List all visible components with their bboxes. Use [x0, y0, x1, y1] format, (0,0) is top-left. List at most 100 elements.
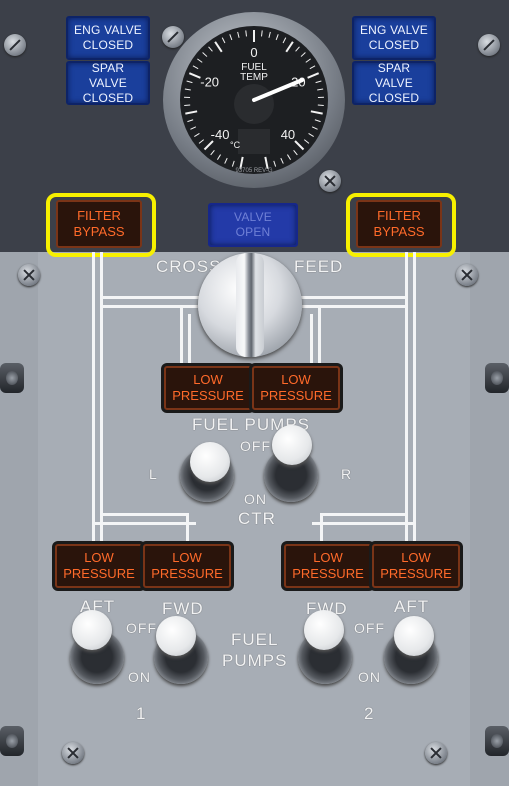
tank1-number-label: 1: [132, 704, 151, 724]
gauge-tick: [310, 110, 323, 115]
side-bolt-icon: [0, 726, 24, 756]
gauge-tick: [300, 52, 306, 57]
schematic-line: [302, 305, 406, 308]
gauge-tick: [307, 72, 320, 79]
filter-bypass-left-light: FILTER BYPASS: [56, 200, 142, 248]
low-pressure-2-fwd-light: LOW PRESSURE: [284, 544, 372, 588]
schematic-line: [92, 522, 196, 525]
gauge-serial: 93705 REV-G: [235, 168, 272, 174]
schematic-line: [100, 252, 103, 542]
center-l-label: L: [149, 466, 158, 482]
gauge-tick: [214, 41, 223, 53]
crossfeed-selector-pointer[interactable]: [236, 253, 264, 357]
tank1-off-label: OFF: [122, 620, 161, 636]
gauge-tick: [237, 31, 240, 38]
crossfeed-label-feed: FEED: [290, 257, 348, 277]
low-pressure-2-aft-light: LOW PRESSURE: [372, 544, 460, 588]
gauge-tick: [268, 31, 271, 38]
gauge-needle: [252, 78, 305, 102]
spar-valve-closed-left-light: SPAR VALVE CLOSED: [66, 61, 150, 105]
gauge-tick: [293, 149, 298, 156]
low-pressure-ctr-left-light: LOW PRESSURE: [164, 366, 252, 410]
gauge-tick: [197, 58, 203, 63]
gauge-tick: [184, 88, 191, 91]
gauge-tick: [309, 65, 316, 70]
gauge-tick-label: 40: [281, 127, 295, 142]
tank2-fwd-switch[interactable]: [304, 610, 344, 650]
gauge-tick: [305, 58, 311, 63]
eng-valve-closed-right-light: ENG VALVE CLOSED: [352, 16, 436, 60]
tank1-fwd-switch[interactable]: [156, 616, 196, 656]
gauge-tick: [275, 34, 279, 41]
gauge-tick: [314, 119, 321, 123]
gauge-tick: [282, 37, 287, 44]
panel-screw-icon: [425, 742, 447, 764]
gauge-tick: [216, 154, 221, 160]
gauge-tick: [192, 65, 199, 70]
low-pressure-ctr-right-light: LOW PRESSURE: [252, 366, 340, 410]
schematic-line: [188, 314, 191, 364]
highlight-ring-right: [346, 193, 456, 257]
schematic-line: [318, 305, 321, 365]
gauge-tick: [231, 160, 235, 167]
gauge-tick: [308, 133, 314, 138]
tank1-aft-switch[interactable]: [72, 610, 112, 650]
side-bolt-icon: [485, 726, 509, 756]
gauge-tick: [190, 126, 197, 130]
eng-valve-closed-left-light: ENG VALVE CLOSED: [66, 16, 150, 60]
fuel-pumps-label: FUEL PUMPS: [218, 629, 292, 671]
gauge-tick: [245, 30, 247, 37]
center-on-label: ON: [240, 491, 271, 507]
gauge-tick: [194, 133, 200, 138]
side-bolt-icon: [0, 363, 24, 393]
low-pressure-1-aft-light: LOW PRESSURE: [55, 544, 143, 588]
tank2-off-label: OFF: [350, 620, 389, 636]
panel-screw-icon: [319, 170, 341, 192]
crossfeed-label-cross: CROSS: [152, 257, 226, 277]
tank2-on-label: ON: [354, 669, 385, 685]
tank2-number-label: 2: [360, 704, 379, 724]
ctr-pump-right-switch[interactable]: [272, 425, 312, 465]
schematic-line: [320, 513, 408, 516]
gauge-tick: [294, 140, 305, 151]
gauge-unit: °C: [230, 140, 241, 150]
gauge-tick-label: 0: [250, 45, 257, 60]
gauge-tick: [221, 37, 226, 44]
tank1-on-label: ON: [124, 669, 155, 685]
fuel-temp-gauge: -40-2002040 FUEL TEMP °C 93705 REV-G: [180, 26, 328, 174]
gauge-tick: [273, 160, 277, 167]
gauge-tick: [187, 119, 194, 123]
panel-screw-icon: [456, 264, 478, 286]
gauge-tick: [186, 80, 193, 84]
gauge-tick: [287, 154, 292, 160]
gauge-title-temp: TEMP: [240, 72, 268, 83]
gauge-tick-label: -20: [200, 75, 219, 90]
panel-screw-icon: [478, 34, 500, 56]
center-off-label: OFF: [236, 438, 275, 454]
gauge-tick: [280, 157, 284, 164]
gauge-tick: [208, 46, 213, 52]
gauge-tick: [198, 139, 205, 144]
ctr-pump-left-switch[interactable]: [190, 442, 230, 482]
gauge-tick: [311, 126, 318, 130]
tank2-aft-label: AFT: [390, 597, 434, 617]
schematic-line: [405, 252, 408, 542]
gauge-tick: [285, 41, 294, 53]
gauge-tick: [188, 72, 201, 79]
tank2-aft-switch[interactable]: [394, 616, 434, 656]
center-r-label: R: [341, 466, 353, 482]
schematic-line: [312, 522, 416, 525]
panel-screw-icon: [62, 742, 84, 764]
schematic-line: [300, 296, 408, 299]
gauge-tick: [315, 80, 322, 84]
gauge-tick: [210, 149, 215, 156]
gauge-tick: [239, 156, 244, 169]
gauge-tick: [203, 140, 214, 151]
spar-valve-closed-right-light: SPAR VALVE CLOSED: [352, 61, 436, 105]
filter-bypass-right-light: FILTER BYPASS: [356, 200, 442, 248]
schematic-line: [100, 513, 188, 516]
panel-screw-icon: [162, 26, 184, 48]
panel-screw-icon: [18, 264, 40, 286]
center-ctr-label: CTR: [234, 509, 280, 529]
low-pressure-1-fwd-light: LOW PRESSURE: [143, 544, 231, 588]
